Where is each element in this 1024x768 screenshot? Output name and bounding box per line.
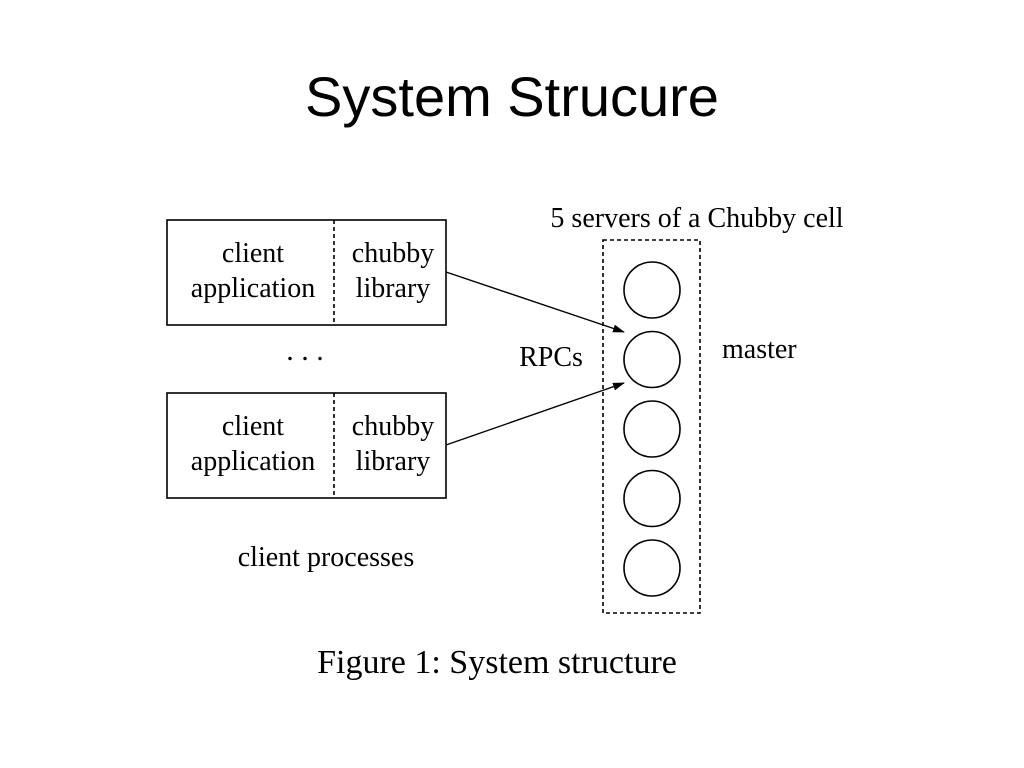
chubby-servers	[623, 261, 681, 597]
chubby-cell-boundary	[602, 239, 701, 614]
client-process-2: client application chubby library	[166, 392, 447, 499]
chubby-cell-label: 5 servers of a Chubby cell	[550, 203, 843, 234]
rpcs-label: RPCs	[519, 342, 583, 373]
slide-title: System Strucure	[305, 65, 719, 128]
server-node	[623, 400, 681, 458]
rpc-arrow-2	[445, 382, 625, 446]
server-node	[623, 469, 681, 528]
chubby-library-label-line2: library	[356, 273, 431, 304]
figure-caption: Figure 1: System structure	[317, 644, 677, 681]
client-process-box	[166, 392, 447, 499]
server-node	[623, 539, 681, 597]
client-process-1: client application chubby library	[166, 219, 447, 326]
rpc-arrow-1	[445, 271, 625, 333]
server-node	[623, 261, 681, 319]
client-process-box	[166, 219, 447, 326]
master-label: master	[722, 334, 797, 365]
client-application-label-line1: client	[222, 238, 284, 269]
master-server-node	[623, 330, 681, 389]
client-application-label-line2: application	[191, 446, 315, 477]
chubby-library-label-line1: chubby	[352, 238, 434, 269]
client-processes-label: client processes	[238, 542, 415, 573]
client-application-label-line1: client	[222, 411, 284, 442]
chubby-library-label-line2: library	[356, 446, 431, 477]
client-application-label-line2: application	[191, 273, 315, 304]
ellipsis: . . .	[286, 334, 324, 367]
chubby-library-label-line1: chubby	[352, 411, 434, 442]
